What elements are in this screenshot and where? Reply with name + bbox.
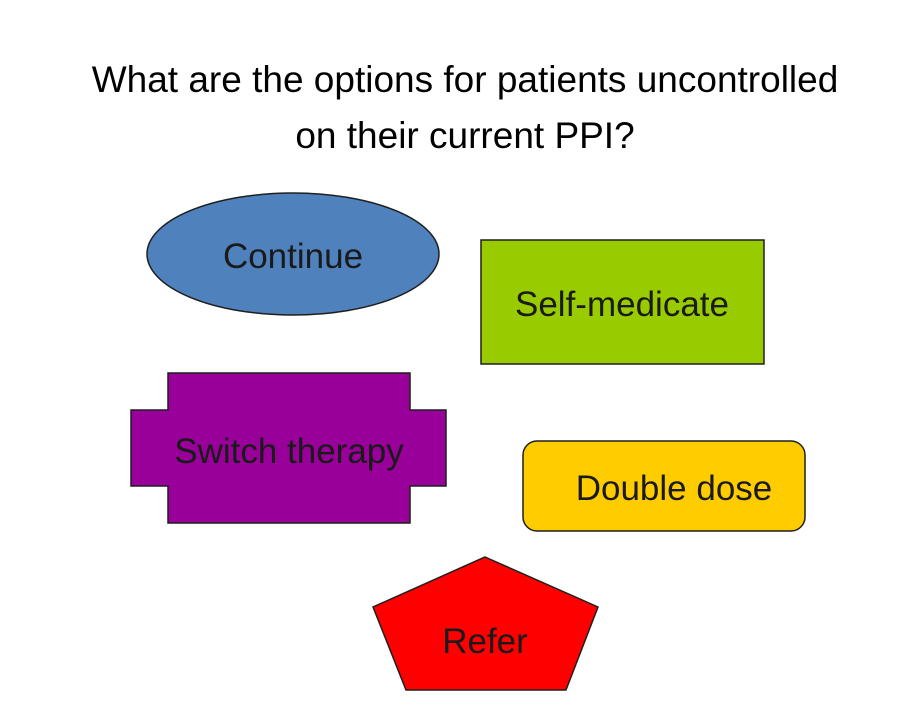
continue-ellipse <box>146 192 440 316</box>
title-line-2: on their current PPI? <box>295 115 635 156</box>
switch-therapy-label: Switch therapy <box>174 432 404 471</box>
self-medicate-box <box>480 239 765 365</box>
double-dose-label: Double dose <box>576 469 773 508</box>
title-line-1: What are the options for patients uncont… <box>91 59 839 100</box>
option-double-dose: Double dose <box>522 440 806 532</box>
continue-label: Continue <box>223 237 363 276</box>
switch-therapy-shape <box>130 372 447 524</box>
refer-label: Refer <box>442 622 528 661</box>
option-switch-therapy: Switch therapy <box>130 372 447 524</box>
double-dose-box <box>522 440 806 532</box>
self-medicate-label: Self-medicate <box>515 285 729 324</box>
option-self-medicate: Self-medicate <box>480 239 765 365</box>
option-refer: Refer <box>372 556 599 691</box>
option-continue: Continue <box>146 192 440 316</box>
refer-pentagon <box>372 556 599 691</box>
slide-title: What are the options for patients uncont… <box>20 52 910 164</box>
